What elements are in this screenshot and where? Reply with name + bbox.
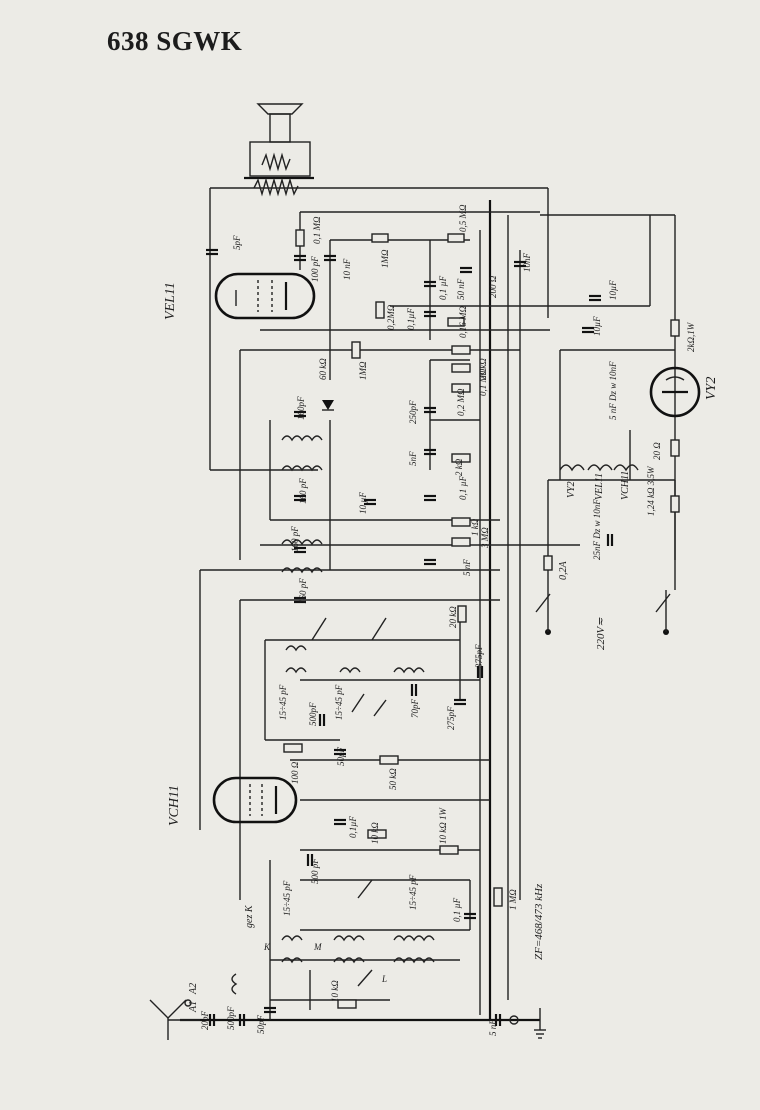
label-r-01m-b: 0,1 MΩ bbox=[478, 368, 488, 396]
label-c-250pf: 250pF bbox=[408, 400, 418, 424]
label-r-1k: 1 kΩ bbox=[470, 518, 480, 536]
label-antenna-a1: A1 bbox=[188, 1001, 199, 1013]
label-r-200: 200 Ω bbox=[488, 275, 498, 298]
tube-vel11 bbox=[214, 272, 316, 320]
label-vch11: VCH11 bbox=[167, 785, 182, 826]
label-c-15-45-c: 15÷45 pF bbox=[282, 880, 292, 916]
label-r-1m-b: 1MΩ bbox=[358, 361, 368, 380]
tube-vch11 bbox=[212, 776, 298, 824]
label-c-500pf-c: 500pF bbox=[226, 1006, 236, 1030]
tube-vy2 bbox=[649, 366, 701, 418]
label-c-20pf: 20pF bbox=[200, 1011, 210, 1031]
label-r-1m-a: 1MΩ bbox=[380, 249, 390, 268]
label-c-10nf-b: 10nF bbox=[522, 253, 532, 273]
label-c-70pf: 70pF bbox=[410, 699, 420, 719]
loudspeaker-symbol bbox=[244, 103, 314, 197]
label-c-275pf: 275pF bbox=[446, 706, 456, 730]
coils bbox=[231, 435, 639, 995]
label-c-5nf-a: 5nF bbox=[408, 451, 418, 466]
label-c-01uf-d: 0,1µF bbox=[348, 816, 358, 838]
label-c-01uf-e: 0,1 µF bbox=[452, 897, 462, 922]
label-r-01m: 0,1 MΩ bbox=[312, 216, 322, 244]
label-c-15-45-a: 15÷45 pF bbox=[278, 684, 288, 720]
label-c-10uf-b: 10µF bbox=[592, 316, 602, 336]
label-r-05m: 0,5 MΩ bbox=[458, 204, 468, 232]
labels: VEL11 VY2 VCH11 VY2 VEL11 VCH11 220V≂ 0,… bbox=[163, 204, 719, 1036]
label-r-20: 20 Ω bbox=[652, 442, 662, 460]
label-c-100pf: 100 pF bbox=[310, 256, 320, 282]
capacitors bbox=[206, 248, 614, 1026]
label-c-160pf-b: 160 pF bbox=[298, 478, 308, 504]
label-r-10k-1w: 10 kΩ 1W bbox=[438, 806, 448, 844]
page-title: 638 SGWK bbox=[107, 26, 243, 56]
label-switch-l: L bbox=[381, 974, 387, 984]
label-c-5nf-dz: 5 nF Dz w 10nF bbox=[608, 361, 618, 420]
wiring bbox=[180, 187, 676, 1039]
label-r-100: 100 Ω bbox=[290, 761, 300, 784]
label-switch-m: M bbox=[313, 942, 322, 952]
label-c-10uf-c: 10 µF bbox=[358, 492, 368, 514]
label-r-60k: 60 kΩ bbox=[318, 358, 328, 380]
label-r-20k-b: 20 kΩ bbox=[448, 606, 458, 628]
label-switch-k: K bbox=[263, 942, 271, 952]
label-c-5nf-c: 5 nF bbox=[488, 1019, 498, 1036]
label-c-375pf: 375pF bbox=[474, 644, 484, 669]
label-vy2: VY2 bbox=[704, 377, 719, 400]
label-c-25nf: 25nF Dz w 10nF bbox=[592, 499, 602, 560]
label-heater-vy2: VY2 bbox=[566, 481, 577, 498]
label-c-160pf-a: 160pF bbox=[296, 396, 306, 420]
label-c-15-45-b: 15÷45 pF bbox=[334, 684, 344, 720]
label-c-01uf-a: 0,1 µF bbox=[438, 275, 448, 300]
label-c-10uf-a: 10µF bbox=[608, 280, 618, 300]
label-c-50pf-b: 50pF bbox=[256, 1015, 266, 1035]
label-r-02m-b: 0,2 MΩ bbox=[456, 388, 466, 416]
label-r-02m: 0,2MΩ bbox=[386, 304, 396, 330]
label-gez-k: gez K bbox=[244, 904, 255, 928]
label-c-01uf-c: 0,1 µF bbox=[458, 475, 468, 500]
label-c-5pf: 5pF bbox=[232, 235, 242, 250]
label-r-10k-a: 10 kΩ bbox=[370, 822, 380, 844]
switches bbox=[311, 400, 671, 1025]
label-r-124k: 1,24 kΩ 3,5W bbox=[646, 465, 656, 516]
label-r-20k-a: 20 kΩ bbox=[478, 358, 488, 380]
label-c-5nf-b: 5 nF bbox=[462, 559, 472, 576]
label-fuse: 0,2A bbox=[558, 561, 569, 581]
antenna-symbol bbox=[149, 999, 200, 1040]
label-c-50nf: 50 nF bbox=[456, 278, 466, 300]
label-r-50k: 50 kΩ bbox=[388, 768, 398, 790]
label-antenna-a2: A2 bbox=[188, 983, 199, 995]
label-if-frequency: ZF=468/473 kHz bbox=[533, 883, 545, 960]
label-c-15-45-d: 15÷45 pF bbox=[408, 874, 418, 910]
label-c-500pf-b: 500 pF bbox=[310, 858, 320, 884]
resistors bbox=[283, 229, 680, 1009]
label-c-50pf-a: 50pF bbox=[336, 747, 346, 767]
label-heater-vch11: VCH11 bbox=[620, 471, 631, 500]
label-vel11: VEL11 bbox=[163, 282, 178, 320]
label-c-500pf-a: 500pF bbox=[308, 702, 318, 726]
label-c-01uf-b: 0,1µF bbox=[406, 308, 416, 330]
label-heater-vel11: VEL11 bbox=[594, 473, 605, 500]
label-r-2k: 2kΩ,1W bbox=[686, 321, 696, 352]
label-r-016m: 0,16 MΩ bbox=[458, 306, 468, 338]
label-r-1m-d: 1 MΩ bbox=[508, 889, 518, 910]
label-c-160pf-c: 160 pF bbox=[290, 526, 300, 552]
label-c-160pf-d: 160 pF bbox=[298, 578, 308, 604]
label-r-2k-b: 2 kΩ bbox=[454, 458, 464, 476]
label-c-10nf-a: 10 nF bbox=[342, 258, 352, 280]
label-r-3m: 3 MΩ bbox=[480, 527, 490, 549]
label-r-10k-b: 10 kΩ bbox=[330, 980, 340, 1002]
label-mains-voltage: 220V≂ bbox=[595, 617, 607, 650]
